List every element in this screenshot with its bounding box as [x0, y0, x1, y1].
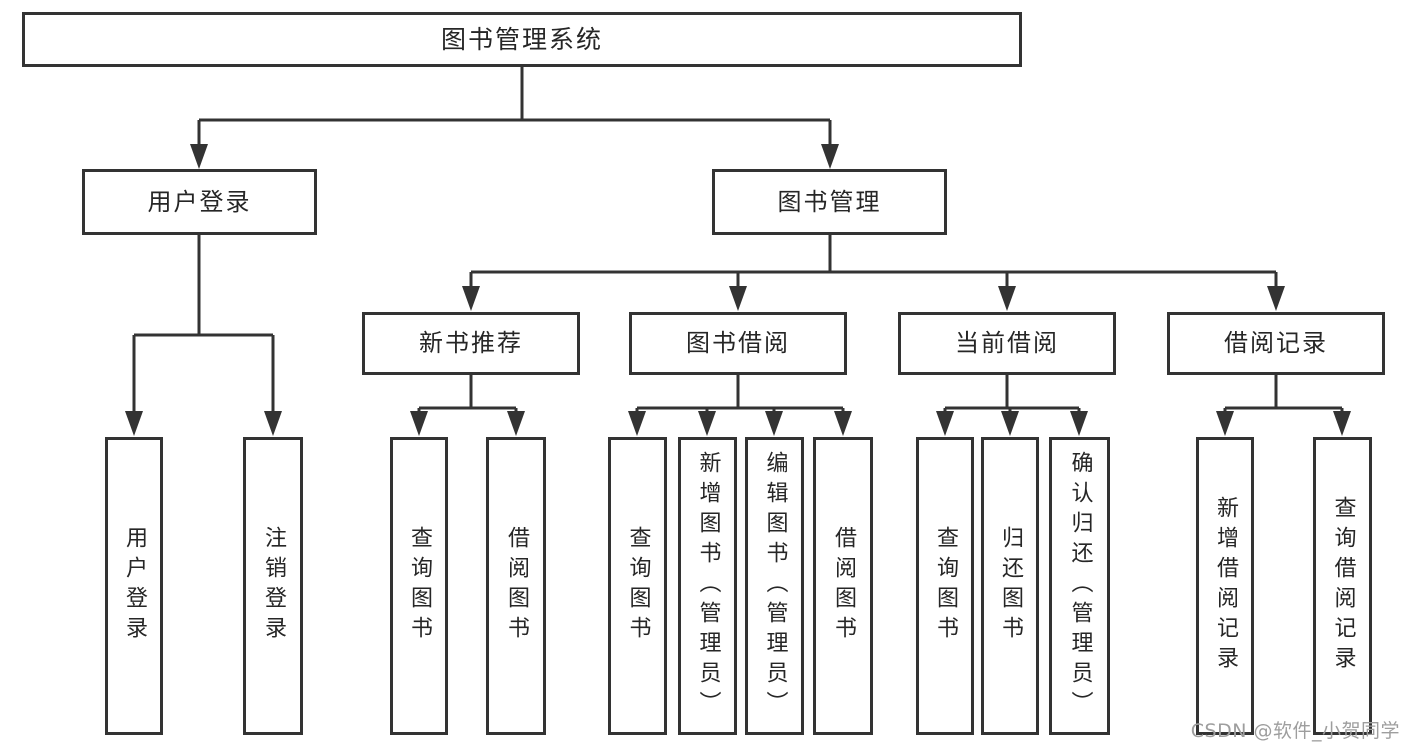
leaf-add-borrow-record: 新增借阅记录 — [1196, 437, 1254, 735]
leaf-query-books-borrow: 查询图书 — [608, 437, 667, 735]
leaf-add-books-admin: 新增图书（管理员） — [678, 437, 737, 735]
leaf-edit-books-admin: 编辑图书（管理员） — [745, 437, 804, 735]
arrow-stub-lines — [132, 120, 1344, 418]
node-book-management: 图书管理 — [712, 169, 947, 235]
leaf-return-books: 归还图书 — [981, 437, 1039, 735]
node-current-borrowing: 当前借阅 — [898, 312, 1116, 375]
leaf-query-books-recommend: 查询图书 — [390, 437, 448, 735]
leaf-borrow-books-recommend: 借阅图书 — [486, 437, 546, 735]
leaf-confirm-return-admin: 确认归还（管理员） — [1049, 437, 1110, 735]
arrowhead-icons — [125, 144, 1351, 436]
leaf-logout: 注销登录 — [243, 437, 303, 735]
node-new-book-recommendation: 新书推荐 — [362, 312, 580, 375]
leaf-user-login: 用户登录 — [105, 437, 163, 735]
leaf-query-borrow-record: 查询借阅记录 — [1313, 437, 1372, 735]
node-borrowing-records: 借阅记录 — [1167, 312, 1385, 375]
tree-branch-lines — [134, 67, 1342, 410]
node-book-borrowing: 图书借阅 — [629, 312, 847, 375]
leaf-query-books-current: 查询图书 — [916, 437, 974, 735]
csdn-watermark: CSDN @软件_小贺同学 — [1190, 720, 1400, 742]
node-user-login: 用户登录 — [82, 169, 317, 235]
node-library-management-system: 图书管理系统 — [22, 12, 1022, 67]
leaf-borrow-books: 借阅图书 — [813, 437, 873, 735]
